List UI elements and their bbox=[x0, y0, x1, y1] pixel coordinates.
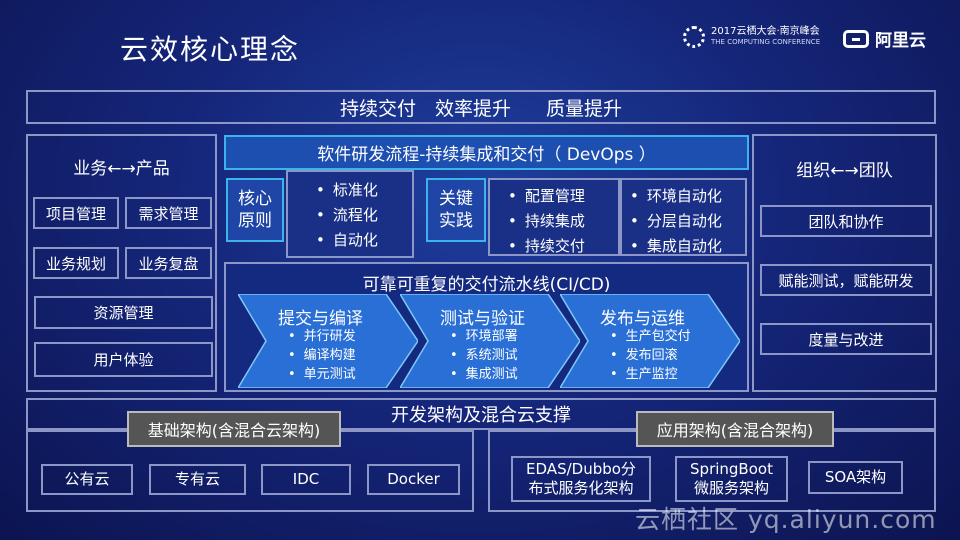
pipeline-panel: 可靠可重复的交付流水线(CI/CD) 提交与编译 并行研发 编译构建 单元测试 … bbox=[224, 262, 749, 392]
stage-title: 测试与验证 bbox=[440, 309, 525, 329]
core-principles-label: 核心 原则 bbox=[226, 178, 284, 242]
panel-title: 业务←→产品 bbox=[73, 159, 170, 179]
list-item: 环境自动化 bbox=[630, 184, 745, 209]
brand-name: 阿里云 bbox=[875, 31, 926, 51]
org-team-panel: 组织←→团队 团队和协作 赋能测试，赋能研发 度量与改进 bbox=[752, 134, 937, 392]
slide-title: 云效核心理念 bbox=[120, 33, 301, 66]
conference-name: 2017云栖大会·南京峰会 bbox=[711, 26, 820, 37]
list-item: 持续集成 bbox=[508, 209, 618, 234]
stage-item: 系统测试 bbox=[450, 346, 518, 365]
list-item: 持续交付 bbox=[508, 234, 618, 259]
infra-tag: 基础架构(含混合云架构) bbox=[127, 411, 341, 447]
left-item: 业务复盘 bbox=[125, 247, 212, 279]
key-practices-label: 关键 实践 bbox=[426, 178, 486, 242]
list-item: 分层自动化 bbox=[630, 209, 745, 234]
list-item: 流程化 bbox=[316, 203, 412, 228]
stage-item: 发布回滚 bbox=[610, 346, 691, 365]
devops-header: 软件研发流程-持续集成和交付（ DevOps ） bbox=[224, 135, 749, 170]
left-item: 需求管理 bbox=[125, 197, 212, 229]
stage-item: 编译构建 bbox=[288, 346, 356, 365]
list-item: 标准化 bbox=[316, 178, 412, 203]
watermark: 云栖社区 yq.aliyun.com bbox=[635, 505, 937, 534]
left-item: 用户体验 bbox=[34, 342, 213, 377]
infra-item: 公有云 bbox=[41, 464, 133, 495]
aliyun-icon bbox=[843, 29, 869, 48]
app-arch-item: SOA架构 bbox=[808, 461, 903, 494]
brand-logo: 阿里云 bbox=[843, 26, 926, 51]
principles-practices: 核心 原则 标准化 流程化 自动化 关键 实践 配置管理 持续集成 持续交付 环… bbox=[224, 170, 749, 258]
infra-item: IDC bbox=[261, 464, 351, 495]
app-arch-tag: 应用架构(含混合架构) bbox=[636, 411, 834, 447]
stage-title: 发布与运维 bbox=[600, 309, 685, 329]
conference-logo: 2017云栖大会·南京峰会 THE COMPUTING CONFERENCE bbox=[683, 26, 820, 48]
stage-item: 生产监控 bbox=[610, 365, 691, 384]
list-item: 自动化 bbox=[316, 228, 412, 253]
stage-item: 并行研发 bbox=[288, 327, 356, 346]
stage-item: 生产包交付 bbox=[610, 327, 691, 346]
core-principles-list: 标准化 流程化 自动化 bbox=[286, 170, 414, 258]
pipeline-stage-2: 测试与验证 环境部署 系统测试 集成测试 bbox=[400, 294, 580, 388]
infra-item: Docker bbox=[367, 464, 460, 495]
pipeline-title: 可靠可重复的交付流水线(CI/CD) bbox=[362, 275, 611, 295]
stage-item: 集成测试 bbox=[450, 365, 518, 384]
conference-icon bbox=[683, 26, 705, 48]
top-goals-bar: 持续交付 效率提升 质量提升 bbox=[26, 90, 936, 124]
app-arch-item: EDAS/Dubbo分 布式服务化架构 bbox=[511, 456, 651, 502]
right-item: 度量与改进 bbox=[760, 323, 932, 355]
pipeline-stage-3: 发布与运维 生产包交付 发布回滚 生产监控 bbox=[560, 294, 740, 388]
panel-title: 组织←→团队 bbox=[796, 161, 893, 181]
stage-title: 提交与编译 bbox=[278, 309, 363, 329]
list-item: 配置管理 bbox=[508, 184, 618, 209]
left-item: 业务规划 bbox=[33, 247, 119, 279]
right-item: 团队和协作 bbox=[760, 205, 932, 237]
infra-item: 专有云 bbox=[149, 464, 246, 495]
stage-item: 单元测试 bbox=[288, 365, 356, 384]
app-arch-item: SpringBoot 微服务架构 bbox=[675, 456, 788, 502]
key-practices-list-1: 配置管理 持续集成 持续交付 bbox=[488, 178, 620, 256]
pipeline-stage-1: 提交与编译 并行研发 编译构建 单元测试 bbox=[238, 294, 418, 388]
right-item: 赋能测试，赋能研发 bbox=[760, 264, 932, 296]
conference-subtitle: THE COMPUTING CONFERENCE bbox=[711, 38, 821, 46]
list-item: 集成自动化 bbox=[630, 234, 745, 259]
stage-item: 环境部署 bbox=[450, 327, 518, 346]
left-item: 资源管理 bbox=[34, 296, 213, 329]
architecture-bar: 开发架构及混合云支撑 bbox=[26, 398, 936, 430]
left-item: 项目管理 bbox=[33, 197, 119, 229]
business-product-panel: 业务←→产品 项目管理 需求管理 业务规划 业务复盘 资源管理 用户体验 bbox=[26, 134, 217, 392]
key-practices-list-2: 环境自动化 分层自动化 集成自动化 bbox=[620, 178, 747, 256]
